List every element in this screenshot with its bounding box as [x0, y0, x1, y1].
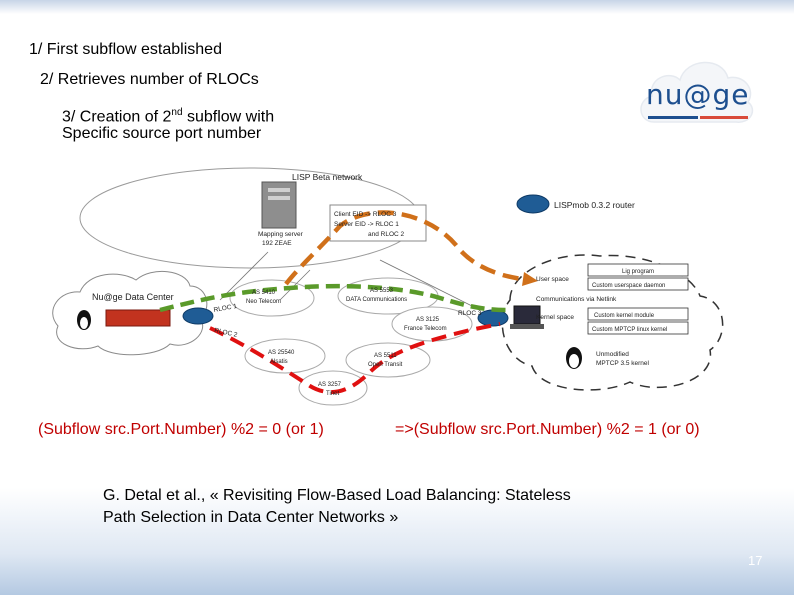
as-25540-label: AS 25540 — [268, 350, 295, 356]
reference-citation: G. Detal et al., « Revisiting Flow-Based… — [103, 485, 571, 529]
custom-userspace-box — [587, 277, 689, 291]
host-router-icon — [477, 309, 509, 327]
unmodified-label: Unmodified — [596, 351, 629, 358]
lig-program-label: Lig program — [622, 269, 654, 275]
data-communications-label: DATA Communications — [346, 297, 407, 303]
formula-left: (Subflow src.Port.Number) %2 = 0 (or 1) — [38, 421, 324, 438]
open-transit-label: Open Transit — [368, 362, 403, 368]
top-decoration-bar — [0, 0, 794, 14]
custom-mptcp-label: Custom MPTCP linux kernel — [592, 327, 667, 333]
step-2-text: 2/ Retrieves number of RLOCs — [40, 71, 259, 88]
as-5511-label: AS 5511 — [374, 353, 397, 359]
mapping-entry-2: Server EID -> RLOC 1 — [334, 221, 399, 228]
as-3257-cloud — [298, 370, 368, 406]
step-3-part-b: subflow with — [182, 108, 275, 126]
step-3-part-a: 3/ Creation of 2 — [62, 108, 172, 126]
as-3125-label: AS 3125 — [416, 317, 440, 323]
reference-line-2: Path Selection in Data Center Networks » — [103, 509, 399, 526]
step-3-line-2: Specific source port number — [62, 125, 262, 142]
custom-mptcp-box — [587, 321, 689, 335]
step-3-superscript: nd — [171, 107, 183, 118]
dc-router-icon — [182, 307, 214, 325]
rloc-3-label: RLOC 3 — [458, 310, 482, 317]
orange-rloc-query-path — [284, 210, 531, 286]
logo-text: nu@ge — [646, 78, 750, 111]
mapping-entry-3: and RLOC 2 — [368, 231, 405, 238]
user-space-label: User space — [536, 276, 569, 283]
as-3257-label: AS 3257 — [318, 382, 342, 388]
step-1-text: 1/ First subflow established — [29, 41, 222, 58]
rloc-2-label: RLOC 2 — [214, 327, 239, 339]
custom-userspace-label: Custom userspace daemon — [592, 283, 665, 289]
custom-kernel-box — [587, 307, 689, 321]
page-number: 17 — [748, 553, 763, 568]
kernel-space-label: Kernel space — [536, 314, 574, 321]
mapping-entry-1: Client EID -> RLOC 3 — [334, 211, 397, 218]
mapping-server-label: Mapping server — [258, 231, 304, 238]
step-3-text: 3/ Creation of 2nd subflow with — [62, 103, 274, 126]
rloc-1-label: RLOC 1 — [213, 303, 238, 314]
nuage-cloud-logo-icon — [640, 61, 754, 123]
as-25540-cloud — [244, 338, 326, 374]
host-linux-penguin-icon — [566, 347, 582, 369]
france-telecom-label: France Telecom — [404, 326, 447, 332]
formula-right: =>(Subflow src.Port.Number) %2 = 1 (or 0… — [395, 421, 700, 438]
dc-server-rack-icon — [105, 309, 171, 327]
as-5511-cloud — [345, 342, 431, 378]
mptcp-kernel-label: MPTCP 3.5 kernel — [596, 360, 650, 367]
green-subflow-path — [159, 283, 507, 313]
alsatis-label: Alsatis — [270, 359, 288, 365]
tinet-label: Tinet — [326, 391, 339, 397]
lisp-network-label: LISP Beta network — [292, 172, 363, 182]
as-5410-label: AS 5410 — [252, 290, 276, 296]
lig-program-box — [587, 263, 689, 277]
communications-label: Communications via Netlink — [536, 296, 617, 303]
lispmob-router-icon — [516, 194, 550, 214]
neo-telecom-label: Neo Telecom — [246, 299, 281, 305]
mapping-server-id-label: 192 ZEAE — [262, 240, 292, 247]
custom-kernel-label: Custom kernel module — [594, 313, 655, 319]
datacenter-label: Nu@ge Data Center — [92, 292, 174, 302]
dc-linux-penguin-icon — [77, 310, 91, 330]
network-diagram: LISP Beta network Mapping server 192 ZEA… — [52, 167, 724, 406]
reference-line-1: G. Detal et al., « Revisiting Flow-Based… — [103, 487, 571, 504]
as-5410-cloud — [229, 279, 315, 317]
as-5553-label: AS 5553 — [370, 288, 394, 294]
router-label: LISPmob 0.3.2 router — [554, 200, 635, 210]
